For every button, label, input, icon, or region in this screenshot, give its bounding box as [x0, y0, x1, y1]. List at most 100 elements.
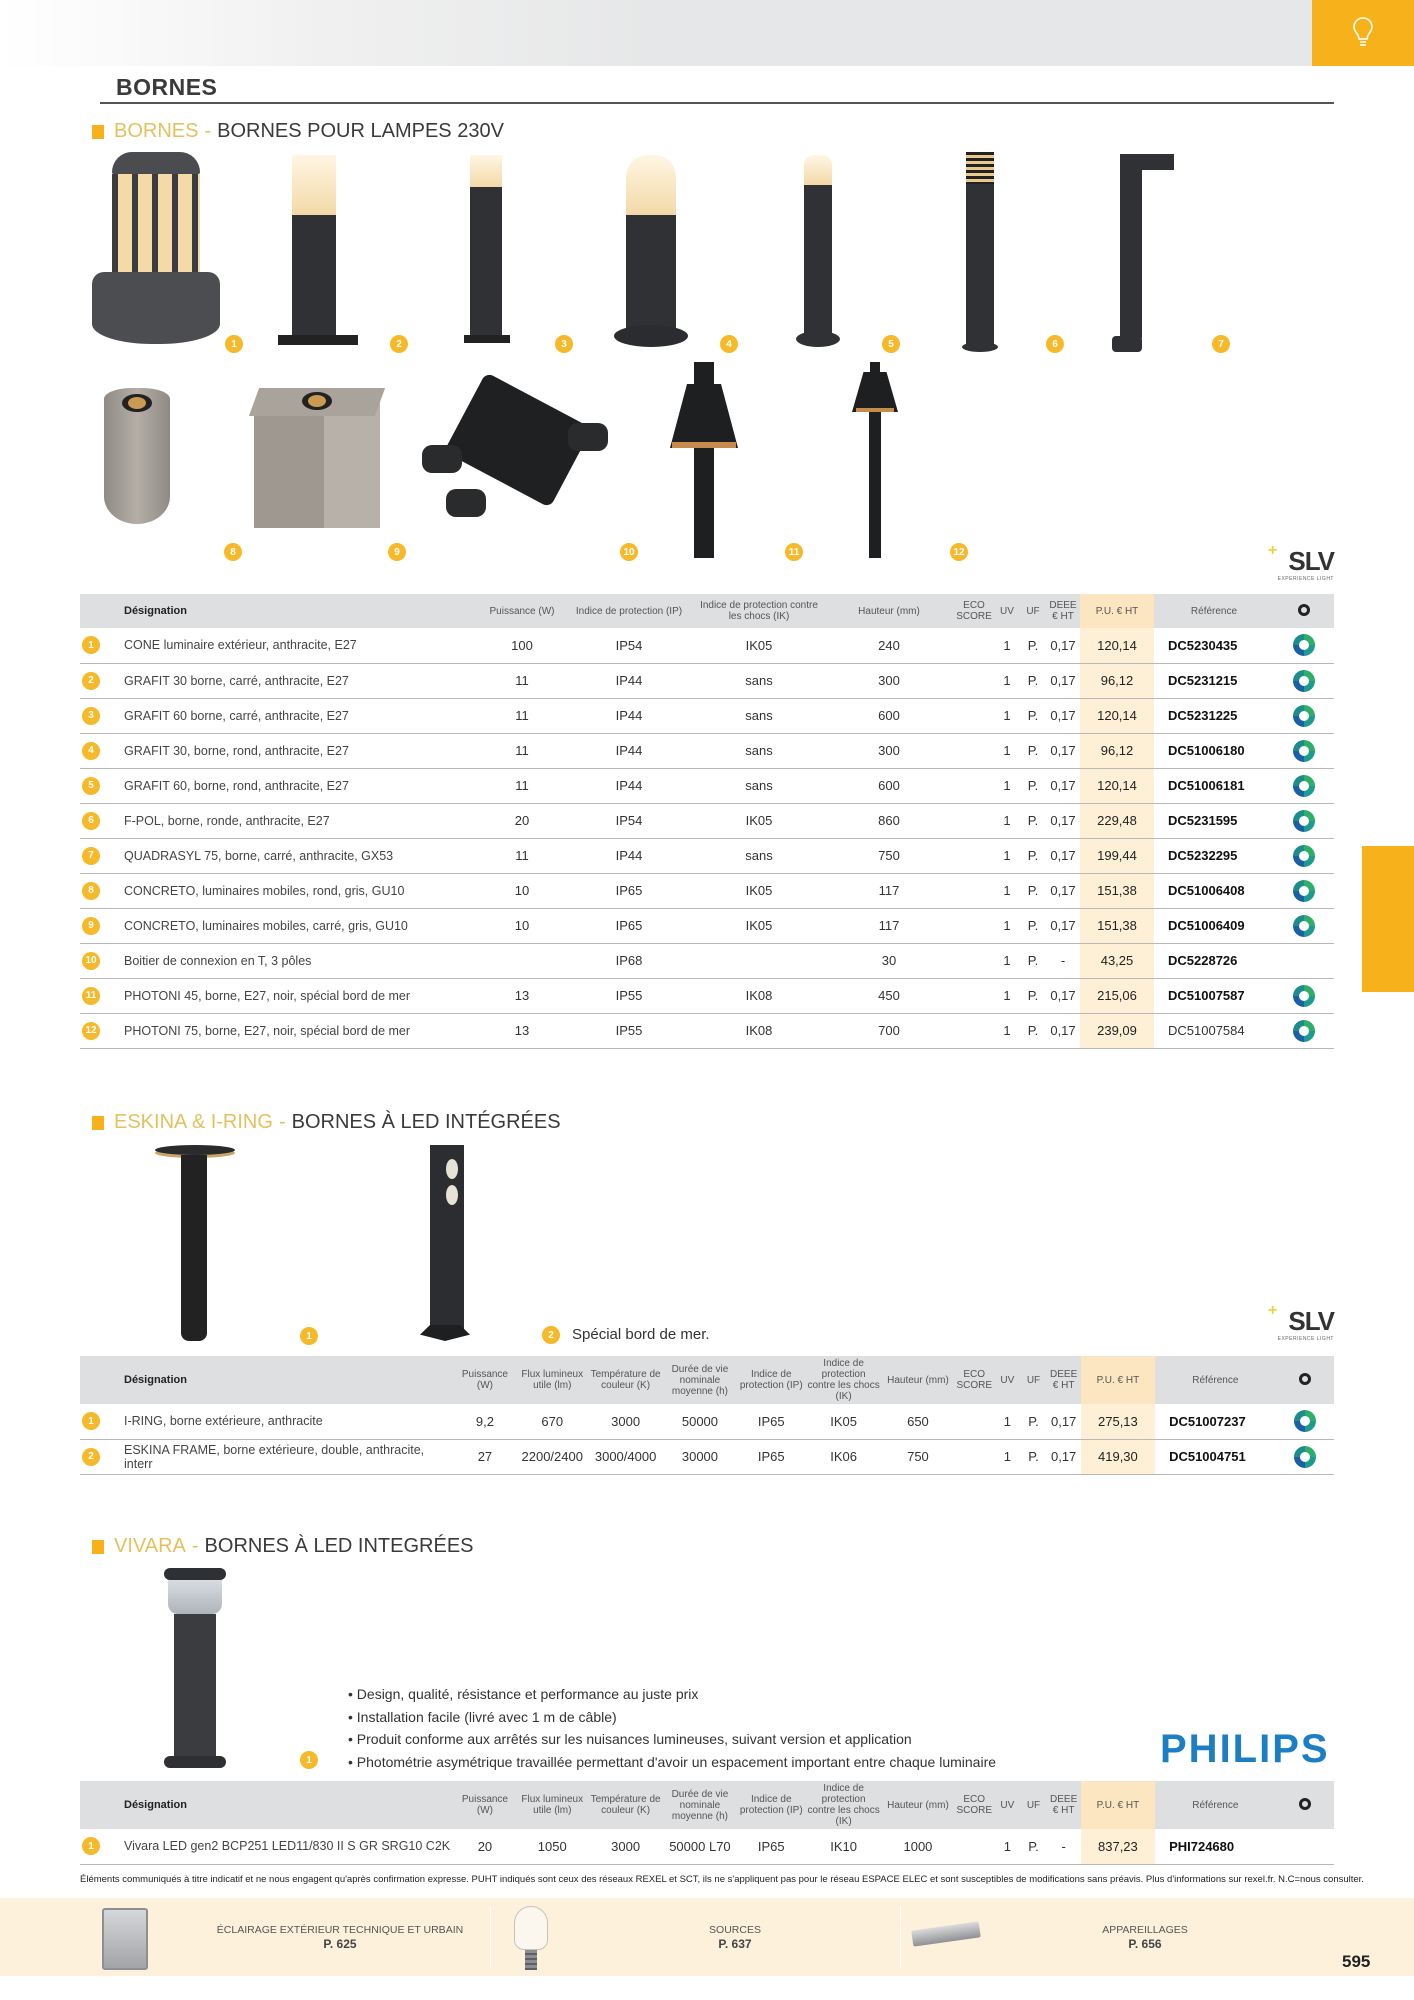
category-tab[interactable] — [1312, 0, 1414, 66]
col-ip: Indice de protection (IP) — [564, 594, 694, 628]
table-header: Désignation Puissance (W) Indice de prot… — [80, 594, 1334, 628]
hauteur-cell: 750 — [824, 838, 954, 874]
col-puissance: Puissance (W) — [480, 594, 564, 628]
eco-cell — [954, 768, 994, 804]
designation-text: QUADRASYL 75, borne, carré, anthracite, … — [124, 848, 394, 863]
product-image-grafit-60-round — [796, 155, 840, 350]
col-eco-icon — [1275, 1781, 1334, 1829]
feature-item: Photométrie asymétrique travaillée perme… — [348, 1751, 996, 1774]
designation-text: I-RING, borne extérieure, anthracite — [124, 1414, 323, 1429]
row-badge: 3 — [82, 706, 100, 725]
uf-cell: P. — [1020, 768, 1046, 804]
puissance-cell: 10 — [480, 873, 564, 909]
footer-link-sources[interactable]: SOURCES P. 637 — [600, 1898, 870, 1976]
deee-cell: - — [1046, 1829, 1081, 1865]
ik-cell — [694, 943, 824, 979]
product-badge-1: 1 — [300, 1327, 318, 1345]
col-deee: DEEE € HT — [1046, 1356, 1081, 1404]
ip-cell: IP44 — [564, 838, 694, 874]
hauteur-cell: 650 — [881, 1404, 955, 1440]
separator: - — [204, 120, 212, 142]
deee-cell: 0,17 — [1046, 908, 1080, 944]
hauteur-cell: 1000 — [881, 1829, 955, 1865]
hauteur-cell: 450 — [824, 978, 954, 1014]
product-image-cone — [88, 152, 224, 352]
ik-cell: IK05 — [694, 803, 824, 839]
duree-cell: 50000 — [662, 1404, 738, 1440]
col-ik: Indice de protection contre les chocs (I… — [694, 594, 824, 628]
puissance-cell: 11 — [480, 768, 564, 804]
puissance-cell — [480, 943, 564, 979]
separator: - — [278, 1111, 286, 1133]
table-row[interactable]: 3 GRAFIT 60 borne, carré, anthracite, E27… — [80, 698, 1334, 734]
footer-link-label: SOURCES — [709, 1923, 761, 1936]
section-brand: BORNES — [114, 120, 199, 142]
eco-score-icon — [1293, 879, 1315, 902]
product-image-photoni-75 — [850, 362, 900, 562]
eco-cell — [954, 628, 994, 664]
recycle-icon — [1298, 1372, 1311, 1385]
section-brand: ESKINA & I-RING — [114, 1111, 273, 1133]
uf-cell: P. — [1020, 698, 1046, 734]
hauteur-cell: 117 — [824, 873, 954, 909]
footer-link-label: ÉCLAIRAGE EXTÉRIEUR TECHNIQUE ET URBAIN — [216, 1923, 464, 1936]
col-eco-icon — [1274, 594, 1334, 628]
product-badge-4: 4 — [720, 335, 738, 353]
flux-cell: 1050 — [516, 1829, 589, 1865]
uf-cell: P. — [1020, 733, 1046, 769]
top-band — [0, 0, 1312, 66]
ip-cell: IP54 — [564, 628, 694, 664]
side-tab-marker[interactable] — [1362, 846, 1414, 992]
page-title: BORNES — [116, 74, 218, 100]
footer-link-appareillages[interactable]: APPAREILLAGES P. 656 — [1010, 1898, 1280, 1976]
ref-cell: DC5231225 — [1154, 698, 1274, 734]
pu-cell: 239,09 — [1080, 1013, 1154, 1049]
sparkle-icon: + — [1268, 1302, 1278, 1319]
eco-cell — [954, 1013, 994, 1049]
col-ip: Indice de protection (IP) — [737, 1356, 806, 1404]
eco-cell — [954, 733, 994, 769]
col-eco-score: ECO SCORE — [954, 1356, 995, 1404]
ik-cell: sans — [694, 698, 824, 734]
product-badge-5: 5 — [882, 335, 900, 353]
designation-text: GRAFIT 60 borne, carré, anthracite, E27 — [124, 708, 349, 723]
designation-text: GRAFIT 60, borne, rond, anthracite, E27 — [124, 778, 349, 793]
eco-icon-cell — [1275, 1404, 1334, 1440]
col-deee: DEEE € HT — [1046, 1781, 1081, 1829]
ik-cell: sans — [694, 768, 824, 804]
pu-cell: 229,48 — [1080, 803, 1154, 839]
puissance-cell: 27 — [453, 1439, 517, 1475]
row-badge: 10 — [82, 951, 100, 970]
row-badge: 1 — [82, 636, 100, 654]
uv-cell: 1 — [994, 908, 1020, 944]
row-badge: 1 — [82, 1837, 100, 1855]
ref-cell: DC5231215 — [1154, 663, 1274, 699]
ref-cell: DC5230435 — [1154, 628, 1274, 664]
section-brand: VIVARA — [114, 1535, 186, 1557]
col-uf: UF — [1020, 1781, 1047, 1829]
footer-link-eclairage[interactable]: ÉCLAIRAGE EXTÉRIEUR TECHNIQUE ET URBAIN … — [190, 1898, 490, 1976]
pu-cell: 120,14 — [1080, 768, 1154, 804]
product-badge-1: 1 — [300, 1751, 318, 1769]
designation-text: GRAFIT 30 borne, carré, anthracite, E27 — [124, 673, 349, 688]
eco-icon-cell — [1274, 908, 1334, 944]
uv-cell: 1 — [994, 733, 1020, 769]
footer-link-page: P. 656 — [1128, 1936, 1162, 1951]
